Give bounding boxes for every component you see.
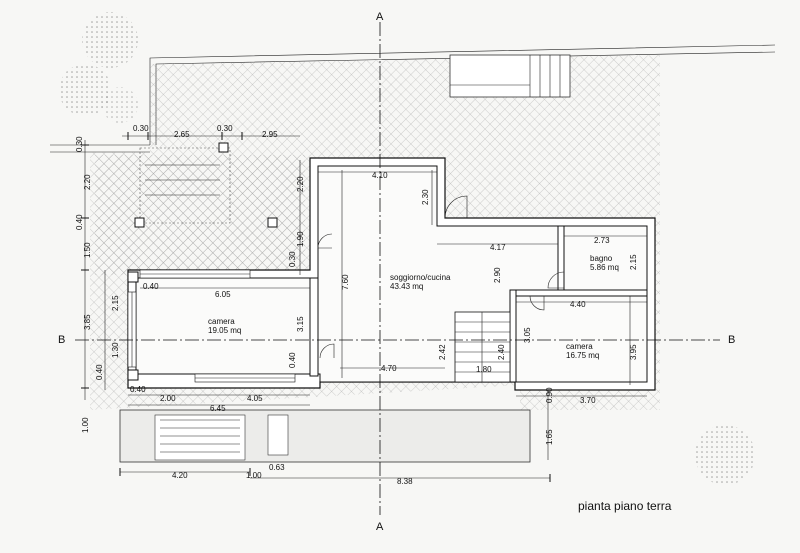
tree-symbol-bottom-right: [695, 425, 755, 485]
dim-label: 1.00: [81, 417, 90, 433]
dim-label: 0.30: [288, 251, 297, 267]
dim-label: 0.40: [143, 282, 159, 291]
dim-label: 6.05: [215, 290, 231, 299]
door-swings: [317, 195, 565, 359]
dim-label: 0.40: [288, 352, 297, 368]
section-marker-b-left: B: [58, 334, 65, 346]
pergola: [134, 142, 278, 228]
dim-label: 2.15: [629, 254, 638, 270]
dim-label: 1.65: [545, 429, 554, 445]
dim-label: 3.85: [83, 314, 92, 330]
room-name-living: soggiorno/cucina: [390, 273, 451, 282]
room-name-bagno: bagno: [590, 254, 613, 263]
dim-label: 2.90: [493, 267, 502, 283]
dim-label: 2.65: [174, 130, 190, 139]
dim-label: 2.20: [83, 174, 92, 190]
lower-terrace: [119, 409, 531, 463]
dim-label: 0.30: [75, 136, 84, 152]
dim-label: 0.40: [130, 385, 146, 394]
dim-label: 2.95: [262, 130, 278, 139]
outdoor-stairs-top: [449, 54, 571, 98]
dim-label: 2.15: [111, 295, 120, 311]
dim-label: 7.60: [341, 274, 350, 290]
dim-label: 1.00: [246, 471, 262, 480]
dim-label: 3.05: [523, 327, 532, 343]
dim-label: 2.30: [421, 189, 430, 205]
dimension-ticks: [81, 132, 648, 482]
house-walls: [127, 157, 656, 391]
dim-label: 0.63: [269, 463, 285, 472]
dimension-lines: [84, 135, 647, 479]
dim-label: 4.05: [247, 394, 263, 403]
dim-label: 4.70: [381, 364, 397, 373]
dim-label: 4.20: [172, 471, 188, 480]
section-markers: A A B B: [58, 11, 735, 533]
dim-label: 3.15: [296, 316, 305, 332]
dim-label: 2.73: [594, 236, 610, 245]
section-marker-a-bottom: A: [376, 521, 384, 533]
dim-label: 8.38: [397, 477, 413, 486]
dim-label: 3.70: [580, 396, 596, 405]
dim-label: 0.40: [75, 214, 84, 230]
dim-label: 0.90: [545, 387, 554, 403]
drawing-title: pianta piano terra: [578, 499, 672, 513]
room-area-bagno: 5.86 mq: [590, 263, 619, 272]
dim-label: 0.40: [95, 364, 104, 380]
dim-label: 2.00: [160, 394, 176, 403]
dim-label: 3.95: [629, 344, 638, 360]
room-name-camera-left: camera: [208, 317, 235, 326]
dim-label: 4.40: [570, 300, 586, 309]
dim-label: 1.90: [296, 231, 305, 247]
dimension-labels: 0.30 2.65 0.30 2.95 0.30 2.20 0.40 1.50 …: [75, 124, 638, 486]
dim-label: 1.80: [476, 365, 492, 374]
dim-label: 2.42: [438, 344, 447, 360]
dim-label: 1.50: [83, 242, 92, 258]
dim-label: 0.30: [133, 124, 149, 133]
room-area-living: 43.43 mq: [390, 282, 423, 291]
room-area-camera-left: 19.05 mq: [208, 326, 241, 335]
dim-label: 0.30: [217, 124, 233, 133]
dim-label: 2.20: [296, 176, 305, 192]
dim-label: 2.40: [497, 344, 506, 360]
tree-symbol-top-left: [59, 12, 138, 123]
dim-label: 1.30: [111, 342, 120, 358]
room-name-camera-right: camera: [566, 342, 593, 351]
dim-label: 4.17: [490, 243, 506, 252]
room-labels: soggiorno/cucina 43.43 mq camera 19.05 m…: [208, 254, 619, 360]
room-area-camera-right: 16.75 mq: [566, 351, 599, 360]
dim-label: 4.10: [372, 171, 388, 180]
section-marker-a-top: A: [376, 11, 384, 23]
dim-label: 6.45: [210, 404, 226, 413]
section-marker-b-right: B: [728, 334, 735, 346]
